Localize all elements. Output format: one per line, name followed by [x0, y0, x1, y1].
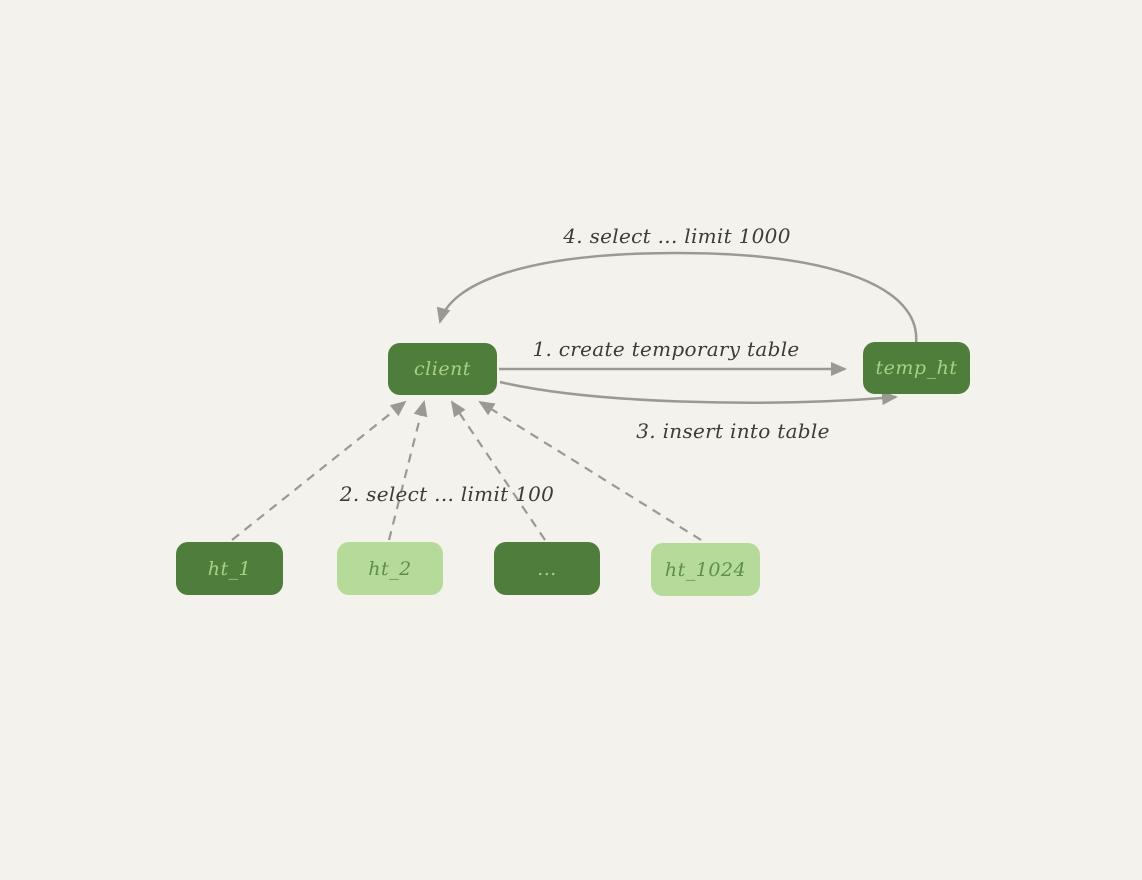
dashed-arrow-ht-2-to-client — [387, 400, 428, 541]
node-ht-ellipsis-label: ... — [537, 557, 557, 580]
node-ht-2-label: ht_2 — [368, 557, 412, 580]
node-ht-1024-label: ht_1024 — [664, 558, 747, 581]
node-client: client — [388, 343, 497, 395]
node-client-label: client — [414, 358, 471, 380]
edge-label-step4: 4. select ... limit 1000 — [563, 224, 791, 248]
node-ht-2: ht_2 — [337, 542, 443, 595]
arrow-step3-insert-into-table — [499, 380, 898, 406]
edge-label-step2: 2. select ... limit 100 — [339, 482, 555, 506]
edge-label-step3: 3. insert into table — [636, 419, 830, 443]
dashed-arrow-ht-1-to-client — [231, 400, 407, 541]
node-ht-ellipsis: ... — [494, 542, 600, 595]
node-temp-ht: temp_ht — [863, 342, 970, 394]
node-ht-1024: ht_1024 — [651, 543, 760, 596]
node-ht-1: ht_1 — [176, 542, 283, 595]
node-ht-1-label: ht_1 — [207, 557, 252, 580]
arrow-step4-select-limit-1000 — [436, 251, 918, 344]
node-temp-ht-label: temp_ht — [875, 357, 958, 379]
dashed-arrow-ht-dots-to-client — [450, 400, 546, 541]
edge-label-step1: 1. create temporary table — [532, 337, 800, 361]
